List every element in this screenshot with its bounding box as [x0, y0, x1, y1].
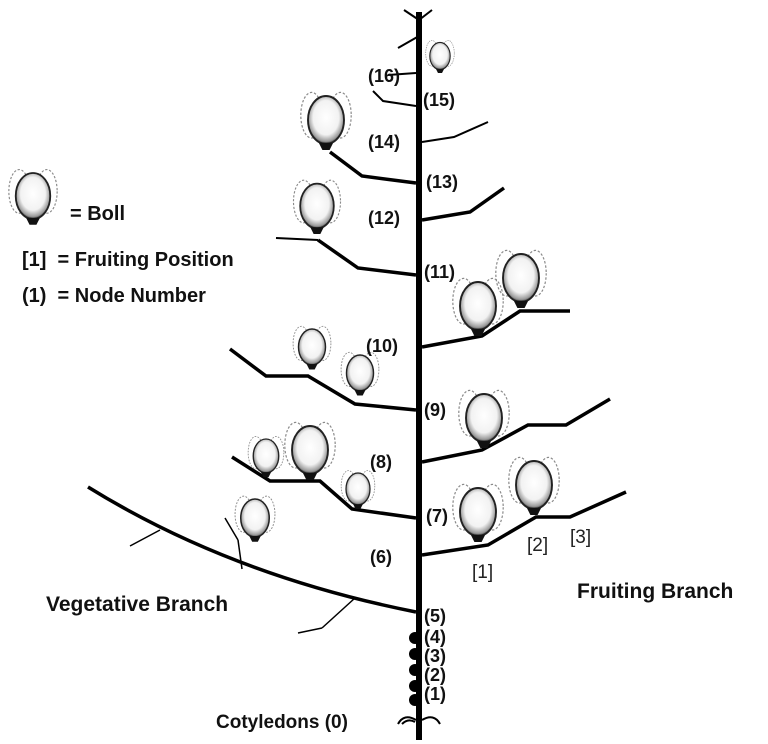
fruiting-branch-label: Fruiting Branch	[577, 580, 733, 603]
boll	[451, 483, 505, 543]
fruiting-branch-thin	[421, 121, 489, 143]
node-label-9: (9)	[424, 400, 446, 420]
node-labels: (16) (15) (14) (13) (12) (11) (10) (9) (…	[366, 66, 458, 704]
fruiting-branches-left	[228, 150, 417, 520]
boll	[234, 495, 276, 543]
legend-boll-label: = Boll	[70, 203, 125, 225]
node-label-12: (12)	[368, 208, 400, 228]
lower-node-bumps	[409, 632, 421, 706]
boll	[340, 351, 380, 397]
boll	[283, 421, 337, 481]
node-label-15: (15)	[423, 90, 455, 110]
boll	[299, 91, 353, 151]
vegetative-branch	[87, 485, 417, 634]
node-label-6: (6)	[370, 547, 392, 567]
stem-tip	[397, 9, 433, 49]
node-label-14: (14)	[368, 132, 400, 152]
fruiting-branches-left-thin	[275, 72, 417, 241]
node-label-11: (11)	[424, 262, 455, 282]
boll	[425, 39, 455, 74]
legend-fruiting-position-label: [1] = Fruiting Position	[22, 249, 234, 271]
node-label-16: (16)	[368, 66, 400, 86]
boll	[292, 179, 342, 235]
fruiting-position-3: [3]	[570, 527, 591, 548]
node-label-7: (7)	[426, 506, 448, 526]
fruiting-position-2: [2]	[527, 535, 548, 556]
node-label-2: (2)	[424, 665, 446, 685]
boll	[292, 325, 332, 371]
fruiting-position-1: [1]	[472, 562, 493, 583]
cotyledon-icon	[397, 716, 441, 725]
boll	[507, 456, 561, 516]
cotyledons-label: Cotyledons (0)	[216, 712, 348, 733]
node-label-1: (1)	[424, 684, 446, 704]
boll-legend-icon	[7, 168, 59, 226]
vegetative-branch-label: Vegetative Branch	[46, 593, 228, 616]
node-label-13: (13)	[426, 172, 458, 192]
node-label-3: (3)	[424, 646, 446, 666]
node-label-4: (4)	[424, 627, 446, 647]
fruiting-branches-right	[421, 186, 627, 557]
node-label-5: (5)	[424, 606, 446, 626]
node-label-10: (10)	[366, 336, 398, 356]
node-label-8: (8)	[370, 452, 392, 472]
legend-node-number-label: (1) = Node Number	[22, 285, 206, 307]
